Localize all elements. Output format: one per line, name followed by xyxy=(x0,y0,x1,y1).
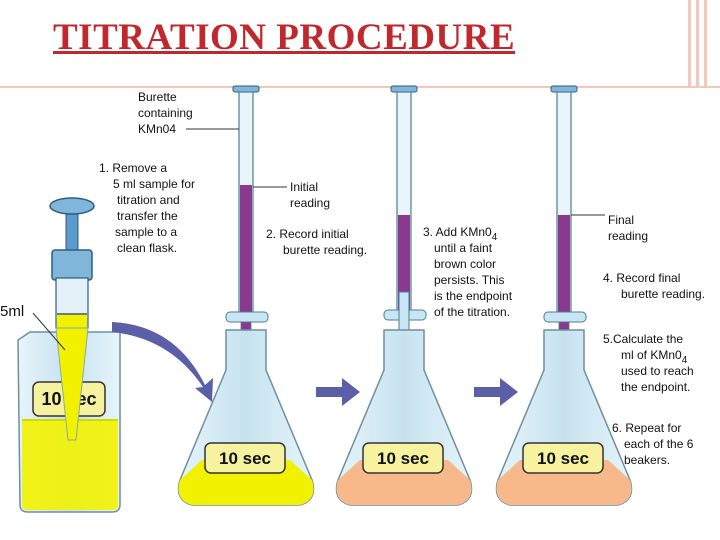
flask-icon: 10 sec xyxy=(335,329,473,506)
final-reading-label: Final reading xyxy=(608,213,648,243)
flask-icon: 10 sec xyxy=(177,329,315,506)
flask-icon: 10 sec xyxy=(495,329,633,506)
svg-text:6. Repeat for: 6. Repeat for xyxy=(612,421,681,435)
svg-text:each of the 6: each of the 6 xyxy=(624,437,694,451)
step-1-text: 1. Remove a 5 ml sample for titration an… xyxy=(99,161,195,255)
svg-text:used to reach: used to reach xyxy=(621,364,694,378)
step-3-text: 3. Add KMn04 until a faint brown color p… xyxy=(423,225,513,319)
svg-text:of the titration.: of the titration. xyxy=(434,305,510,319)
svg-text:3. Add KMn04: 3. Add KMn04 xyxy=(423,225,498,243)
burette-contents-label: Burette containing KMn04 xyxy=(138,90,193,136)
svg-text:burette reading.: burette reading. xyxy=(621,287,705,301)
volume-label: 5ml xyxy=(0,303,24,320)
initial-reading-label: Initial reading xyxy=(290,180,330,210)
svg-text:reading: reading xyxy=(290,196,330,210)
step-4-text: 4. Record final burette reading. xyxy=(603,271,705,301)
svg-text:ml of KMn04: ml of KMn04 xyxy=(621,348,688,366)
svg-text:clean flask.: clean flask. xyxy=(117,241,177,255)
svg-text:1. Remove a: 1. Remove a xyxy=(99,161,167,175)
flask-tag: 10 sec xyxy=(537,449,589,468)
burette-icon xyxy=(543,85,587,361)
svg-text:Initial: Initial xyxy=(290,180,318,194)
svg-text:is the endpoint: is the endpoint xyxy=(434,289,513,303)
svg-text:4. Record final: 4. Record final xyxy=(603,271,680,285)
svg-text:persists. This: persists. This xyxy=(434,273,504,287)
svg-text:burette reading.: burette reading. xyxy=(283,243,367,257)
step-5-text: 5.Calculate the ml of KMn04 used to reac… xyxy=(603,332,694,394)
svg-text:sample to a: sample to a xyxy=(115,225,177,239)
page-title: TITRATION PROCEDURE xyxy=(53,17,516,58)
arrow-icon xyxy=(474,378,518,406)
svg-text:reading: reading xyxy=(608,229,648,243)
svg-text:the endpoint.: the endpoint. xyxy=(621,380,690,394)
burette-icon xyxy=(225,85,269,361)
svg-text:containing: containing xyxy=(138,106,193,120)
pipette-icon xyxy=(49,197,95,441)
arrow-icon xyxy=(112,322,213,402)
step-6-text: 6. Repeat for each of the 6 beakers. xyxy=(612,421,694,467)
svg-text:Burette: Burette xyxy=(138,90,177,104)
decor-stripe xyxy=(704,0,707,86)
decor-stripe xyxy=(688,0,691,86)
svg-text:2. Record initial: 2. Record initial xyxy=(266,227,349,241)
arrow-icon xyxy=(316,378,360,406)
svg-text:transfer the: transfer the xyxy=(117,209,178,223)
step-2-text: 2. Record initial burette reading. xyxy=(266,227,367,257)
svg-text:5 ml sample for: 5 ml sample for xyxy=(113,177,195,191)
burette-icon xyxy=(383,85,427,360)
svg-text:Final: Final xyxy=(608,213,634,227)
svg-text:KMn04: KMn04 xyxy=(138,122,176,136)
svg-text:until a faint: until a faint xyxy=(434,241,493,255)
svg-text:beakers.: beakers. xyxy=(624,453,670,467)
svg-text:brown color: brown color xyxy=(434,257,496,271)
decor-rule xyxy=(0,86,720,88)
decor-stripe xyxy=(696,0,699,86)
flask-tag: 10 sec xyxy=(377,449,429,468)
svg-text:titration and: titration and xyxy=(117,193,180,207)
flask-tag: 10 sec xyxy=(219,449,271,468)
svg-text:5.Calculate the: 5.Calculate the xyxy=(603,332,683,346)
